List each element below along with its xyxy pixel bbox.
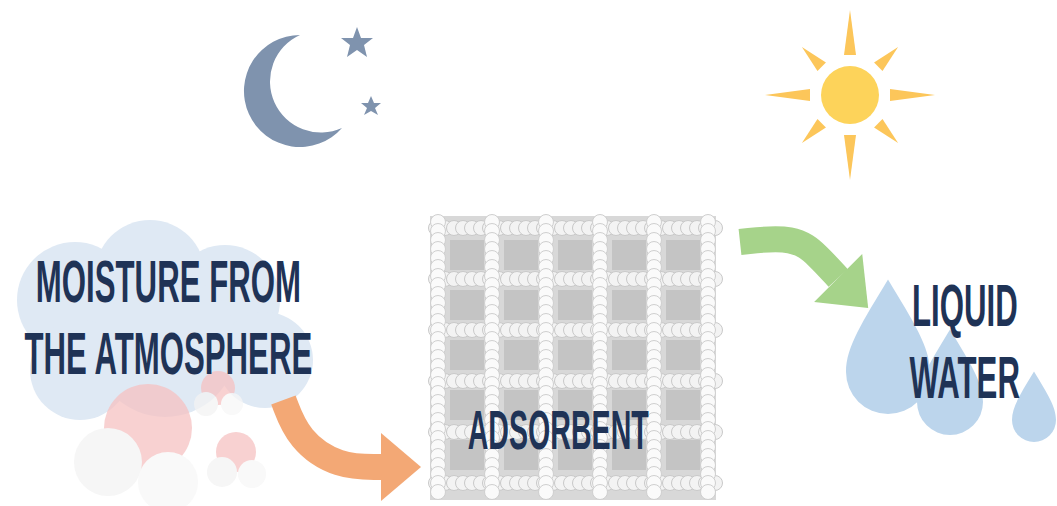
- node-label: LIQUID WATER: [892, 270, 1038, 414]
- pore: [666, 240, 700, 270]
- bead: [485, 485, 500, 500]
- pore: [612, 340, 646, 370]
- pore: [504, 240, 538, 270]
- arrow-head: [814, 254, 868, 308]
- node-label: ADSORBENT: [423, 398, 693, 462]
- water-molecule: [207, 432, 266, 488]
- pore: [504, 290, 538, 320]
- bead: [539, 485, 554, 500]
- pore: [612, 240, 646, 270]
- arrow-shaft: [740, 239, 838, 278]
- moon-icon: [244, 35, 342, 147]
- flow-arrow: [283, 400, 421, 501]
- bead: [647, 485, 662, 500]
- pore: [450, 290, 484, 320]
- pore: [666, 390, 700, 420]
- pore: [558, 290, 592, 320]
- arrow-shaft: [283, 400, 381, 467]
- adsorbent-node: ADSORBENT: [425, 212, 725, 502]
- bead: [431, 485, 446, 500]
- bead: [701, 485, 716, 500]
- sun-icon: [765, 10, 935, 180]
- bead: [593, 485, 608, 500]
- pore: [666, 340, 700, 370]
- water-molecule: [74, 384, 198, 506]
- text-node: LIQUID WATER: [888, 266, 1042, 418]
- pore: [612, 290, 646, 320]
- pore: [504, 340, 538, 370]
- node-label: MOISTURE FROM THE ATMOSPHERE: [2, 246, 335, 390]
- pore: [666, 290, 700, 320]
- pore: [450, 340, 484, 370]
- pore: [450, 240, 484, 270]
- pore: [666, 440, 700, 470]
- text-node: MOISTURE FROM THE ATMOSPHERE: [0, 242, 338, 394]
- star-icon: [341, 27, 373, 57]
- arrow-head: [381, 433, 421, 501]
- star-icon: [361, 96, 381, 115]
- pore: [558, 340, 592, 370]
- pore: [558, 240, 592, 270]
- flow-arrow: [740, 239, 868, 308]
